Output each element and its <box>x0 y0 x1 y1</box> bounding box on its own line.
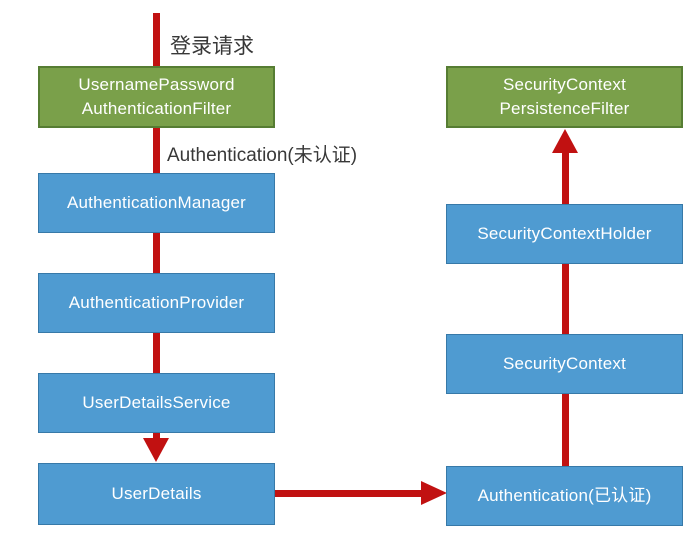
node-user-details-service: UserDetailsService <box>38 373 275 433</box>
node-label: SecurityContext <box>503 354 626 373</box>
node-user-details: UserDetails <box>38 463 275 525</box>
arrowhead-down-icon <box>143 438 169 462</box>
node-label-line: SecurityContext <box>503 75 626 94</box>
node-label: UserDetails <box>111 484 202 503</box>
arrowhead-right-icon <box>421 481 447 505</box>
authentication-unauthenticated-label: Authentication(未认证) <box>167 145 358 166</box>
arrow-line-right-vertical <box>562 150 569 466</box>
node-label: Authentication(已认证) <box>477 486 652 505</box>
node-username-password-authentication-filter: UsernamePassword AuthenticationFilter <box>38 66 275 128</box>
node-authentication-provider: AuthenticationProvider <box>38 273 275 333</box>
node-label-line: PersistenceFilter <box>499 99 630 118</box>
node-label: AuthenticationManager <box>66 193 247 212</box>
login-request-label: 登录请求 <box>170 35 254 58</box>
arrowhead-up-icon <box>552 129 578 153</box>
arrow-line-horizontal <box>275 490 421 497</box>
node-label-line: UsernamePassword <box>78 75 235 94</box>
node-security-context: SecurityContext <box>446 334 683 394</box>
node-label-line: AuthenticationFilter <box>81 99 232 118</box>
node-label: UserDetailsService <box>82 393 231 412</box>
node-label: AuthenticationProvider <box>68 293 245 312</box>
node-security-context-holder: SecurityContextHolder <box>446 204 683 264</box>
node-security-context-persistence-filter: SecurityContext PersistenceFilter <box>446 66 683 128</box>
node-authentication-manager: AuthenticationManager <box>38 173 275 233</box>
node-authentication-authenticated: Authentication(已认证) <box>446 466 683 526</box>
node-label: SecurityContextHolder <box>477 224 652 243</box>
